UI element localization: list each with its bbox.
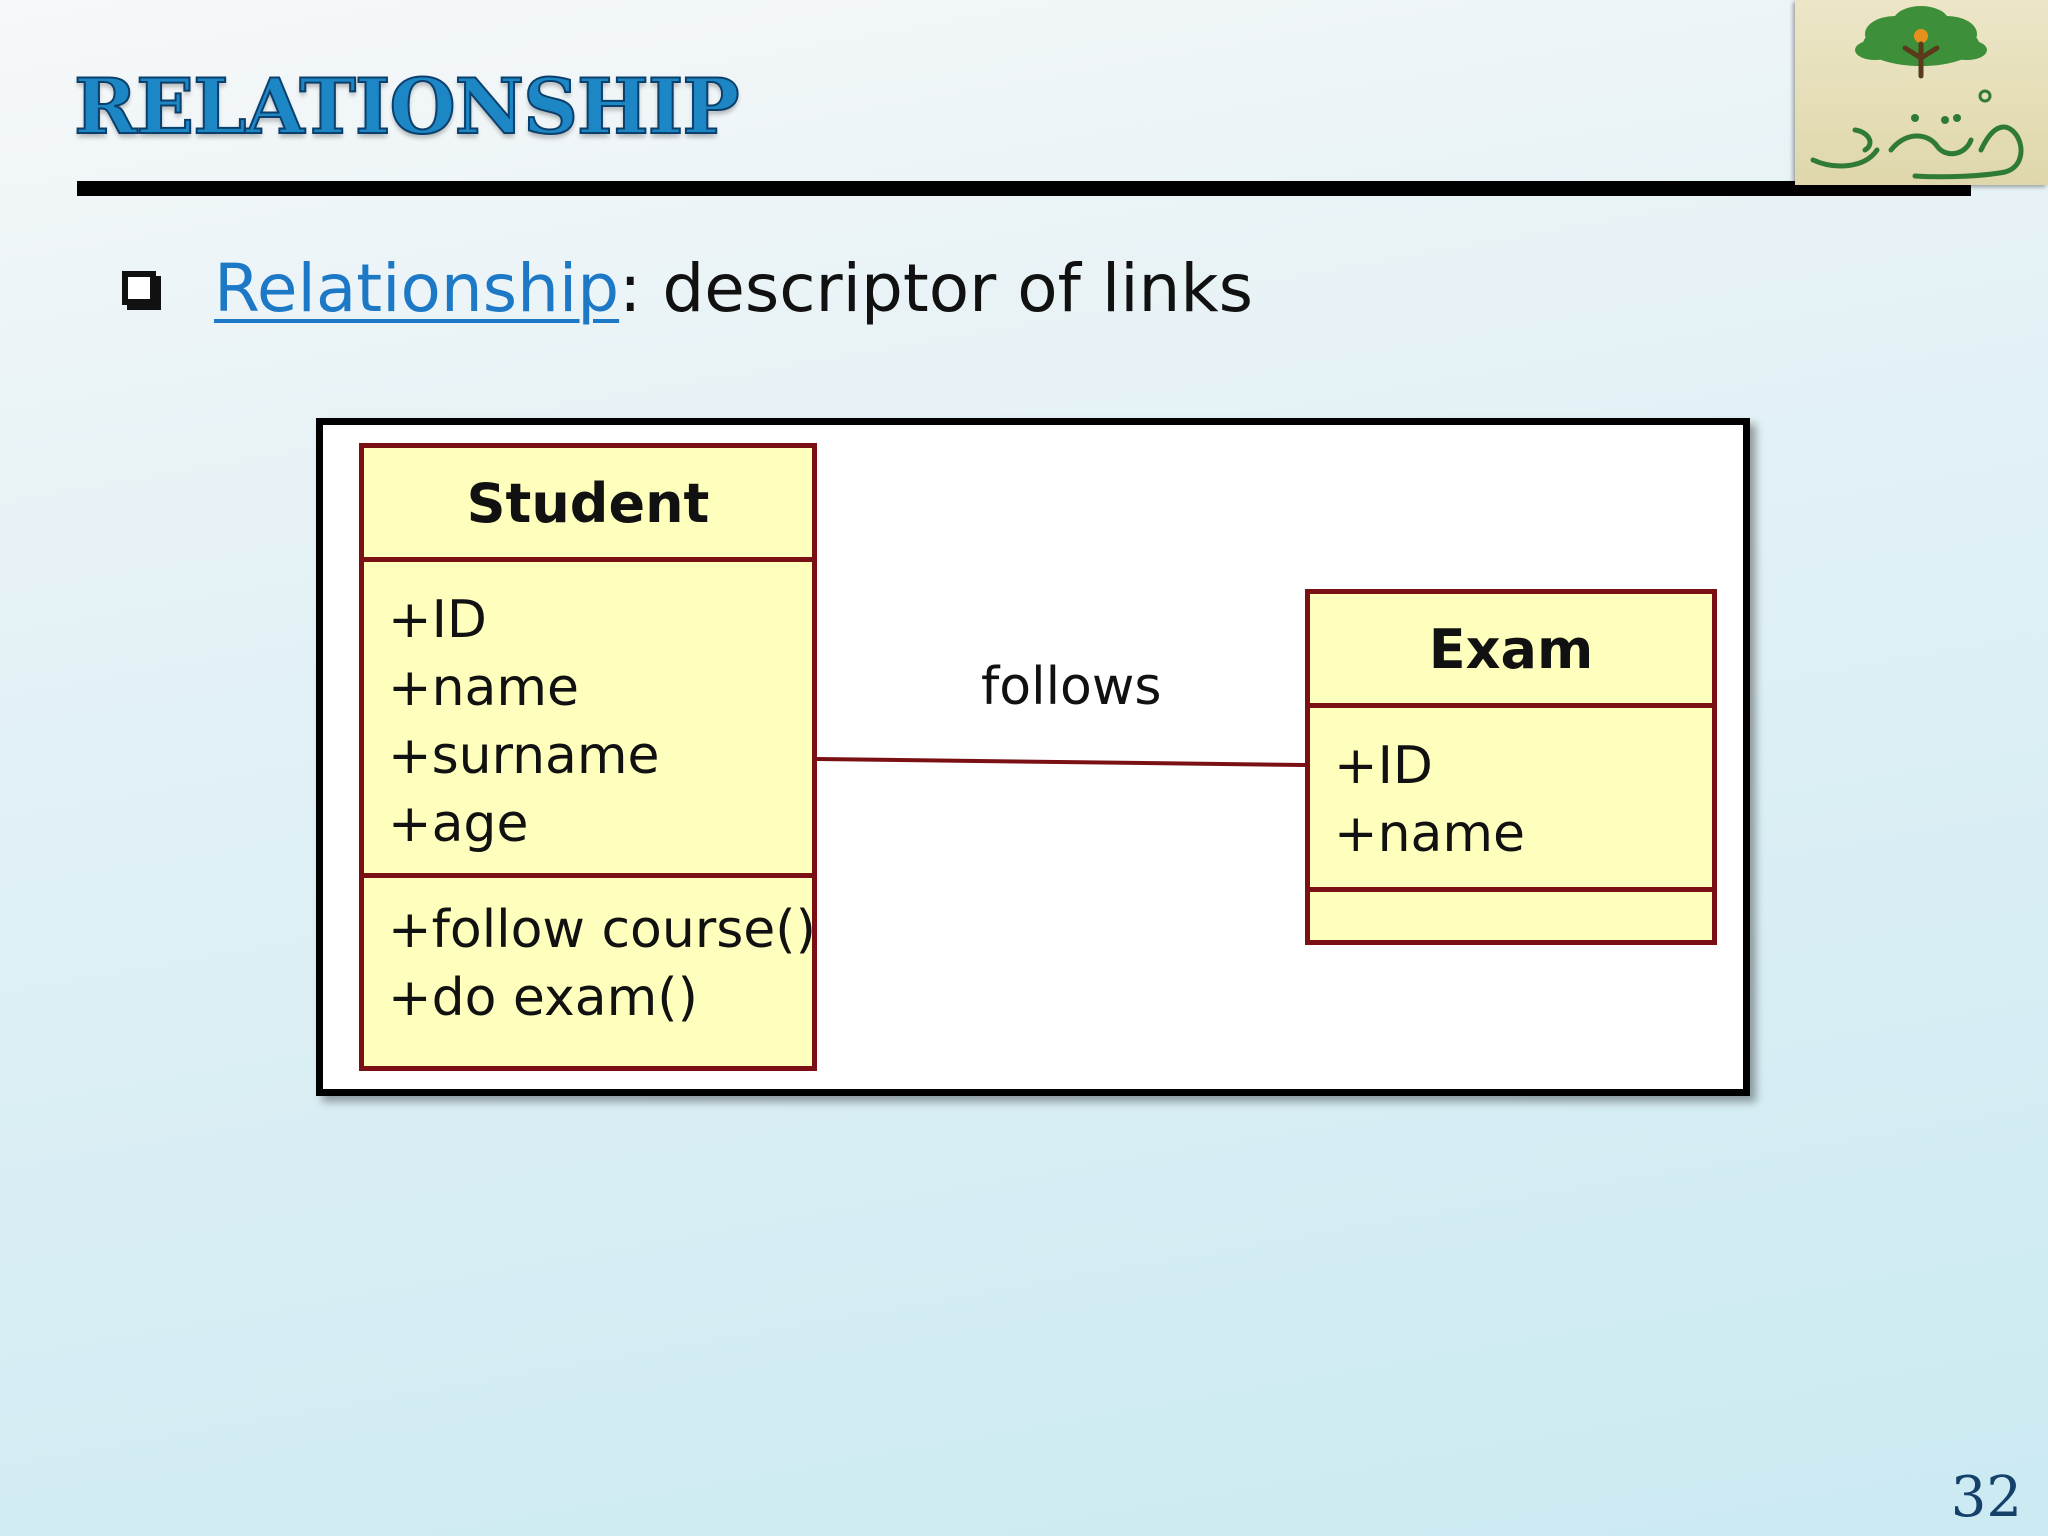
bullet-item: Relationship: descriptor of links (122, 248, 1253, 328)
attribute: +ID (1334, 736, 1433, 796)
uml-diagram: follows Student +ID +name +surname +age … (316, 418, 1750, 1096)
class-name: Exam (1310, 594, 1712, 708)
tree-logo-icon (1810, 6, 2024, 180)
operation: +follow course() (388, 900, 816, 960)
attribute: +age (388, 794, 529, 854)
relationship-link[interactable]: Relationship (214, 249, 620, 327)
class-name: Student (364, 448, 812, 562)
attribute: +ID (388, 590, 487, 650)
slide-title: RELATIONSHIP (73, 61, 741, 152)
attribute: +name (1334, 804, 1526, 864)
class-student: Student +ID +name +surname +age +follow … (359, 443, 817, 1071)
page-number: 32 (1950, 1465, 2022, 1530)
bullet-definition: : descriptor of links (619, 249, 1253, 327)
attributes-section: +ID +name +surname +age (364, 562, 812, 878)
attribute: +name (388, 658, 580, 718)
title-divider (77, 181, 1971, 196)
association-label: follows (981, 657, 1162, 717)
attributes-section: +ID +name (1310, 708, 1712, 892)
operations-section: +follow course() +do exam() (364, 878, 816, 1032)
bullet-text: Relationship: descriptor of links (214, 250, 1253, 327)
association-line (816, 757, 1306, 767)
checkbox-bullet-icon (122, 271, 156, 305)
attribute: +surname (388, 726, 660, 786)
logo (1795, 0, 2048, 185)
operation: +do exam() (388, 968, 698, 1028)
class-exam: Exam +ID +name (1305, 589, 1717, 945)
